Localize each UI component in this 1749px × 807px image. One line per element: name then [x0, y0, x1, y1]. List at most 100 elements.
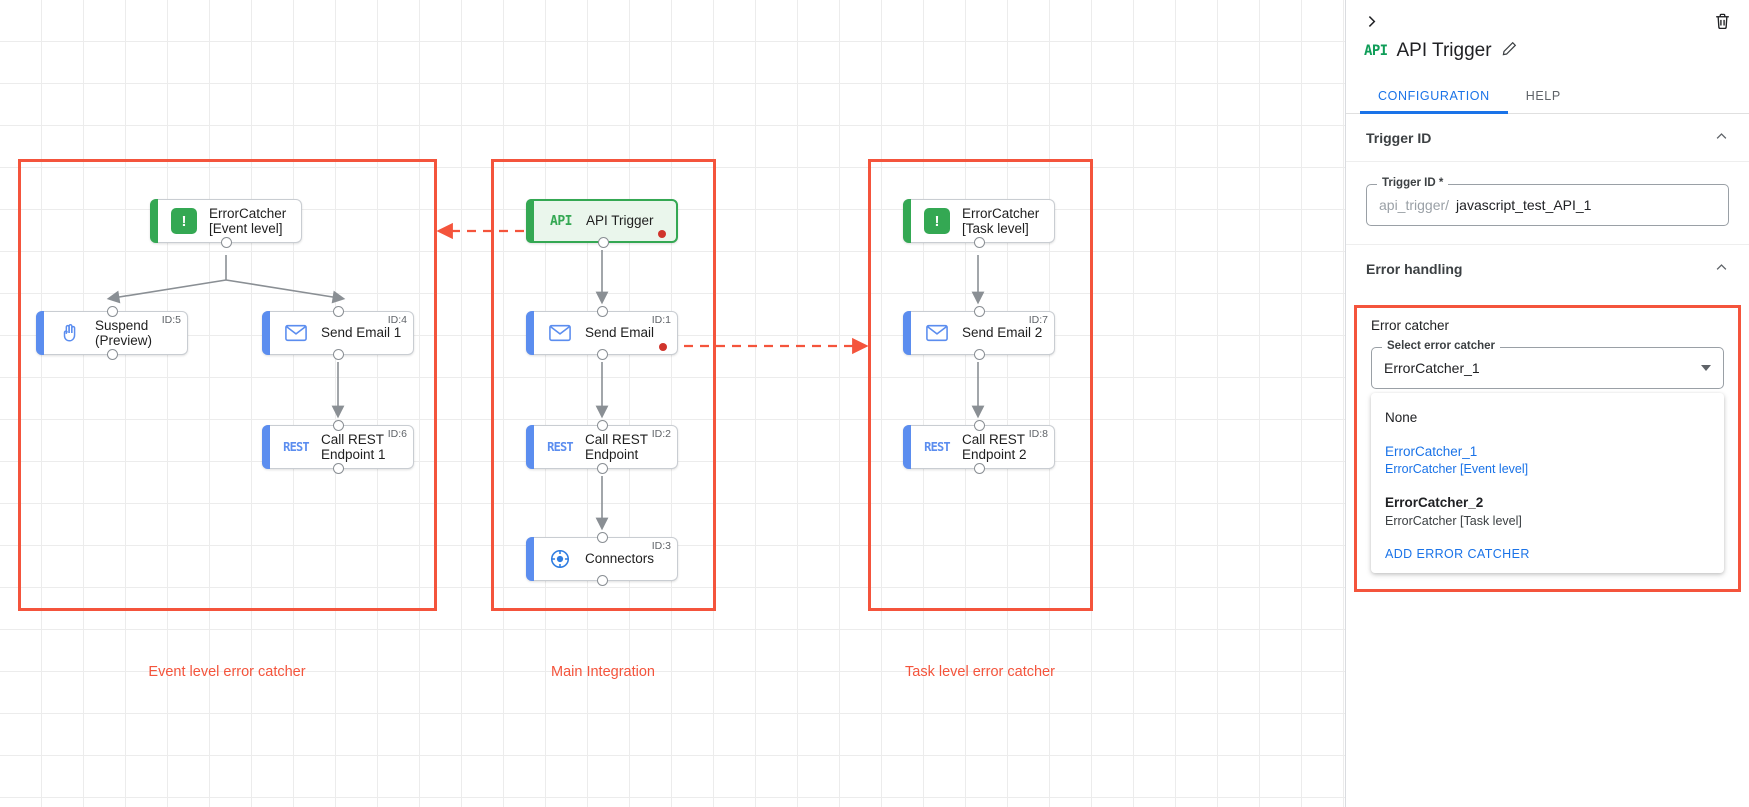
node-accent-stripe: [262, 425, 270, 469]
node-accent-stripe: [262, 311, 270, 355]
trigger-id-field-label: Trigger ID *: [1377, 177, 1449, 189]
add-error-catcher-button[interactable]: ADD ERROR CATCHER: [1385, 547, 1530, 562]
group-frame-task-level: [868, 159, 1093, 611]
node-accent-stripe: [526, 199, 534, 243]
node-id-label: ID:3: [651, 540, 671, 552]
connectors-icon: [545, 544, 575, 574]
node-id-label: ID:5: [161, 314, 181, 326]
node-id-label: ID:4: [387, 314, 407, 326]
envelope-icon: [545, 318, 575, 348]
node-label: Call REST Endpoint 1: [321, 431, 386, 462]
node-output-port[interactable]: [597, 463, 608, 474]
node-label: Send Email: [585, 325, 655, 341]
select-error-catcher-label: Select error catcher: [1382, 340, 1501, 352]
selected-error-catcher-value: ErrorCatcher_1: [1384, 360, 1480, 376]
errorcatcher-event-level-node[interactable]: ! ErrorCatcher [Event level]: [150, 199, 302, 248]
option-primary: ErrorCatcher_2: [1385, 495, 1484, 511]
node-output-port[interactable]: [597, 575, 608, 586]
suspend-preview-node[interactable]: Suspend (Preview) ID:5: [36, 306, 188, 360]
section-title: Trigger ID: [1366, 129, 1432, 146]
section-header-trigger-id[interactable]: Trigger ID: [1346, 114, 1749, 162]
node-accent-stripe: [526, 537, 534, 581]
node-accent-stripe: [526, 425, 534, 469]
pencil-icon[interactable]: [1501, 40, 1518, 62]
node-output-port[interactable]: [333, 463, 344, 474]
node-output-port[interactable]: [221, 237, 232, 248]
trigger-id-field-wrap: Trigger ID * api_trigger/ javascript_tes…: [1346, 162, 1749, 245]
hand-icon: [55, 318, 85, 348]
trash-icon[interactable]: [1707, 6, 1737, 36]
section-header-error-handling[interactable]: Error handling: [1346, 245, 1749, 293]
trigger-id-input[interactable]: Trigger ID * api_trigger/ javascript_tes…: [1366, 177, 1729, 226]
panel-header: API API Trigger: [1346, 0, 1749, 78]
workflow-canvas[interactable]: Event level error catcher Main Integrati…: [0, 0, 1345, 807]
group-caption-event-level: Event level error catcher: [148, 664, 306, 680]
node-label: Send Email 1: [321, 325, 402, 341]
send-email-1-node[interactable]: Send Email 1 ID:4: [262, 306, 414, 360]
node-input-port[interactable]: [597, 306, 608, 317]
node-accent-stripe: [903, 311, 911, 355]
node-id-label: ID:7: [1028, 314, 1048, 326]
node-label: Suspend (Preview): [95, 317, 153, 348]
error-catcher-options-menu[interactable]: None ErrorCatcher_1 ErrorCatcher [Event …: [1371, 393, 1724, 574]
menu-item-errorcatcher-1[interactable]: ErrorCatcher_1 ErrorCatcher [Event level…: [1371, 435, 1724, 486]
errorcatcher-task-level-node[interactable]: ! ErrorCatcher [Task level]: [903, 199, 1055, 248]
node-label: Connectors: [585, 551, 655, 567]
node-input-port[interactable]: [107, 306, 118, 317]
node-output-port[interactable]: [597, 349, 608, 360]
node-label: API Trigger: [586, 213, 654, 229]
node-label: ErrorCatcher [Event level]: [209, 205, 287, 236]
chevron-right-icon[interactable]: [1356, 6, 1386, 36]
node-label: Call REST Endpoint 2: [962, 431, 1027, 462]
node-id-label: ID:6: [387, 428, 407, 440]
node-output-port[interactable]: [974, 349, 985, 360]
group-frame-main-integration: [491, 159, 716, 611]
send-email-2-node[interactable]: Send Email 2 ID:7: [903, 306, 1055, 360]
rest-icon: REST: [547, 440, 573, 454]
node-id-label: ID:1: [651, 314, 671, 326]
chevron-up-icon[interactable]: [1714, 260, 1729, 278]
node-output-port[interactable]: [974, 463, 985, 474]
connectors-node[interactable]: Connectors ID:3: [526, 532, 678, 586]
node-label: Send Email 2: [962, 325, 1043, 341]
tab-configuration[interactable]: CONFIGURATION: [1360, 78, 1508, 114]
node-input-port[interactable]: [974, 420, 985, 431]
node-output-port[interactable]: [974, 237, 985, 248]
node-input-port[interactable]: [333, 420, 344, 431]
node-input-port[interactable]: [597, 420, 608, 431]
trigger-id-value: javascript_test_API_1: [1456, 197, 1592, 213]
api-trigger-node[interactable]: API API Trigger: [526, 199, 678, 248]
call-rest-endpoint-1-node[interactable]: REST Call REST Endpoint 1 ID:6: [262, 420, 414, 474]
rest-icon: REST: [283, 440, 309, 454]
option-primary: None: [1385, 410, 1418, 425]
option-primary: ErrorCatcher_1: [1385, 444, 1478, 460]
api-icon: API: [1364, 43, 1388, 59]
rest-icon: REST: [924, 440, 950, 454]
node-input-port[interactable]: [333, 306, 344, 317]
api-icon: API: [550, 213, 572, 229]
group-caption-main-integration: Main Integration: [551, 664, 655, 680]
menu-item-none[interactable]: None: [1371, 401, 1724, 435]
error-catcher-block: Error catcher Select error catcher Error…: [1354, 305, 1741, 593]
node-output-port[interactable]: [598, 237, 609, 248]
envelope-icon: [922, 318, 952, 348]
call-rest-endpoint-2-node[interactable]: REST Call REST Endpoint 2 ID:8: [903, 420, 1055, 474]
menu-item-errorcatcher-2[interactable]: ErrorCatcher_2 ErrorCatcher [Task level]: [1371, 486, 1724, 537]
panel-tabs: CONFIGURATION HELP: [1346, 78, 1749, 114]
error-catcher-icon: !: [922, 206, 952, 236]
node-output-port[interactable]: [107, 349, 118, 360]
error-catcher-icon: !: [169, 206, 199, 236]
select-error-catcher-dropdown[interactable]: Select error catcher ErrorCatcher_1: [1371, 340, 1724, 389]
option-secondary: ErrorCatcher [Task level]: [1385, 513, 1522, 528]
caret-down-icon[interactable]: [1701, 365, 1711, 371]
node-input-port[interactable]: [597, 532, 608, 543]
node-input-port[interactable]: [974, 306, 985, 317]
send-email-node[interactable]: Send Email ID:1: [526, 306, 678, 360]
error-catcher-title: Error catcher: [1371, 318, 1450, 333]
call-rest-endpoint-node[interactable]: REST Call REST Endpoint ID:2: [526, 420, 678, 474]
node-label: ErrorCatcher [Task level]: [962, 205, 1040, 236]
node-id-label: ID:8: [1028, 428, 1048, 440]
node-output-port[interactable]: [333, 349, 344, 360]
tab-help[interactable]: HELP: [1525, 88, 1561, 103]
chevron-up-icon[interactable]: [1714, 129, 1729, 147]
